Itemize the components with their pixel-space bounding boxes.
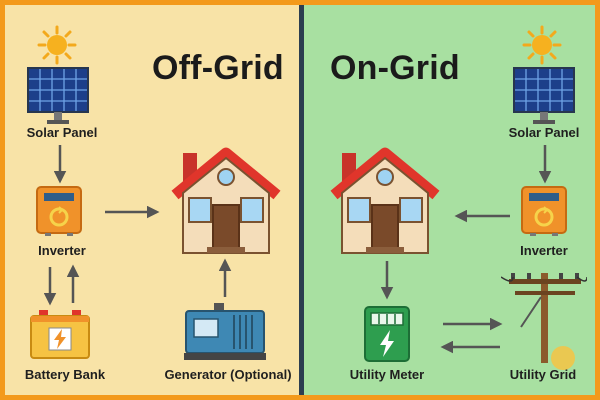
house-icon — [169, 143, 284, 258]
off-grid-solar-panel-label: Solar Panel — [26, 125, 98, 140]
battery-bank-label: Battery Bank — [24, 367, 106, 382]
generator-label: Generator (Optional) — [164, 367, 292, 382]
flow-arrows — [43, 145, 552, 354]
inverter-icon — [520, 185, 568, 237]
utility-pole-icon — [501, 267, 587, 365]
utility-meter-label: Utility Meter — [349, 367, 425, 382]
battery-icon — [29, 308, 91, 360]
utility-meter-icon — [363, 305, 411, 363]
sun-icon — [522, 25, 562, 65]
on-grid-solar-panel-label: Solar Panel — [508, 125, 580, 140]
solar-panel-icon — [513, 67, 575, 125]
off-grid-title: Off-Grid — [152, 49, 284, 87]
house-icon — [328, 143, 443, 258]
inverter-icon — [35, 185, 83, 237]
generator-icon — [182, 301, 268, 363]
panel-divider — [299, 5, 304, 395]
solar-panel-icon — [27, 67, 89, 125]
on-grid-inverter-label: Inverter — [520, 243, 568, 258]
utility-grid-label: Utility Grid — [509, 367, 577, 382]
sun-icon — [37, 25, 77, 65]
off-grid-inverter-label: Inverter — [38, 243, 86, 258]
watermark-logo — [551, 346, 575, 370]
on-grid-title: On-Grid — [330, 49, 460, 87]
